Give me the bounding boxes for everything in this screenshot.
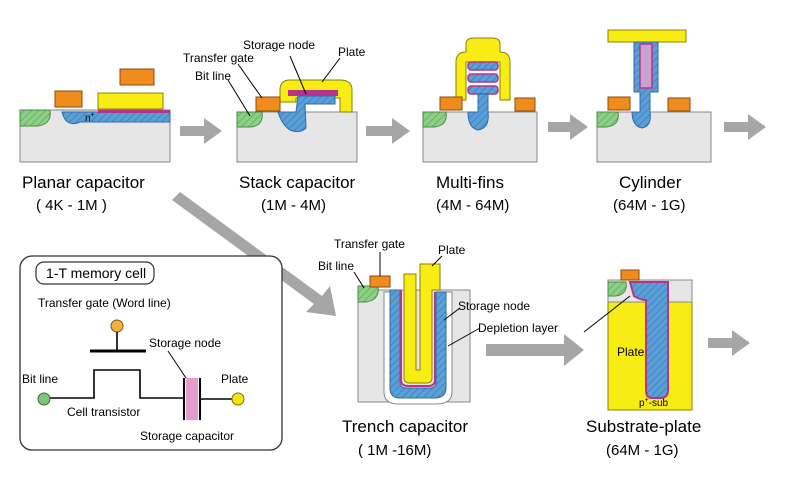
stack-storage-node-label: Storage node [243,38,315,52]
trench-depletion-layer-label: Depletion layer [478,321,558,335]
memory-cell-panel: 1-T memory cell Transfer gate (Word line… [19,255,283,451]
arrow-subplate-next [708,330,750,356]
word-line-terminal-icon [110,319,124,333]
stack-plate-label: Plate [338,45,366,59]
cylinder-caption-range: (64M - 1G) [613,197,686,214]
memory-cell-transfer-gate-label: Transfer gate (Word line) [38,296,171,310]
stack-transfer-gate [255,96,281,112]
memory-cell-title: 1-T memory cell [46,265,146,281]
multifins-figure [422,37,538,163]
stack-storage-node [277,95,336,133]
stack-bit-line-label: Bit line [195,69,231,83]
cylinder-right-gate [667,97,691,112]
subplate-caption-range: (64M - 1G) [606,442,679,459]
bit-line-terminal-icon [37,392,51,406]
memory-cell-transistor-label: Cell transistor [67,405,140,419]
stack-transfer-gate-leader [237,63,263,99]
trench-depletion-layer-leader [447,327,481,347]
planar-dielectric [98,110,170,113]
cylinder-bitline-diffusion [596,111,619,128]
planar-top-gate [119,68,155,86]
arrow-multifins-to-cylinder [548,114,588,140]
multifins-fin-1 [467,61,499,71]
trench-caption-range: ( 1M -16M) [358,442,431,459]
planar-caption-title: Planar capacitor [22,173,145,192]
cylinder-substrate [596,111,712,163]
cylinder-plate-top [607,29,687,43]
stack-caption-range: (1M - 4M) [261,197,326,214]
subplate-depletion-leader [583,295,631,333]
memory-cell-plate-label: Plate [221,372,249,386]
trench-storage-node-label: Storage node [458,299,530,313]
trench-bit-line-label: Bit line [318,259,354,273]
memory-cell-storage-node-label: Storage node [149,336,221,350]
multifins-fin-3 [467,85,499,95]
stack-transfer-gate-label: Transfer gate [183,51,254,65]
planar-bitline-diffusion [19,109,51,127]
trench-dielectric [400,290,436,387]
subplate-bitline-diffusion [607,281,627,297]
trench-transfer-gate-label: Transfer gate [334,237,405,251]
planar-capacitor-figure: n+ [19,68,171,163]
multifins-plate [455,37,511,101]
transistor-channel [48,369,183,399]
stack-caption-title: Stack capacitor [239,173,356,192]
stack-bit-line-leader [227,79,251,117]
cylinder-dielectric-core [639,43,653,89]
subplate-p-sub-label: p+-sub [639,397,669,409]
evolution-arrows [172,114,766,366]
trench-plate-label: Plate [438,243,466,257]
multifins-transfer-gate [439,96,463,111]
cylinder-caption-title: Cylinder [619,173,682,192]
stack-capacitor-figure: Storage node Plate Transfer gate Bit lin… [183,38,366,163]
stack-dielectric [288,90,338,96]
arrow-trench-to-subplate [486,334,584,366]
trench-capacitor-figure: Transfer gate Plate Bit line Storage nod… [318,237,558,459]
subplate-caption-title: Substrate-plate [586,417,701,436]
memory-cell-title-box [35,261,155,285]
multifins-caption-title: Multi-fins [436,173,504,192]
multifins-right-gate [514,97,536,112]
trench-plate [403,263,441,384]
plate-terminal-icon [231,392,245,406]
arrow-stack-to-multifins [366,118,410,144]
memory-cell-bit-line-label: Bit line [22,372,58,386]
capacitor-dielectric [186,378,198,420]
subplate-transfer-gate [620,269,640,281]
cylinder-figure [596,29,712,163]
stack-storage-node-leader [289,55,307,95]
arrow-planar-to-trench [172,192,336,316]
trench-transfer-gate [369,275,391,288]
subplate-storage-node [628,281,669,399]
trench-storage-node-leader [443,307,461,321]
planar-n-plus-region [61,111,171,125]
cylinder-transfer-gate [607,96,631,111]
trench-caption-title: Trench capacitor [342,417,468,436]
multifins-caption-range: (4M - 64M) [436,197,509,214]
subplate-plate-label: Plate [617,345,645,359]
planar-caption-range: ( 4K - 1M ) [36,197,107,214]
planar-transfer-gate [54,90,83,108]
arrow-planar-to-stack [180,118,222,144]
planar-n-plus-label: n+ [85,112,95,124]
stack-bitline-diffusion [236,111,263,128]
multifins-storage-node-stem [467,93,489,131]
trench-bit-line-leader [353,271,365,289]
arrow-cylinder-next [724,114,766,140]
trench-plate-leader [431,255,443,267]
multifins-fin-2 [467,73,499,83]
storage-node-leader [167,350,187,379]
memory-cell-box [19,255,283,451]
memory-cell-storage-capacitor-label: Storage capacitor [140,429,234,443]
multifins-bitline-diffusion [422,111,447,128]
substrate-plate-figure: Plate p+-sub Substrate-plate (64M - 1G) [583,269,701,459]
planar-plate [97,92,164,110]
stack-plate-leader [321,57,341,83]
